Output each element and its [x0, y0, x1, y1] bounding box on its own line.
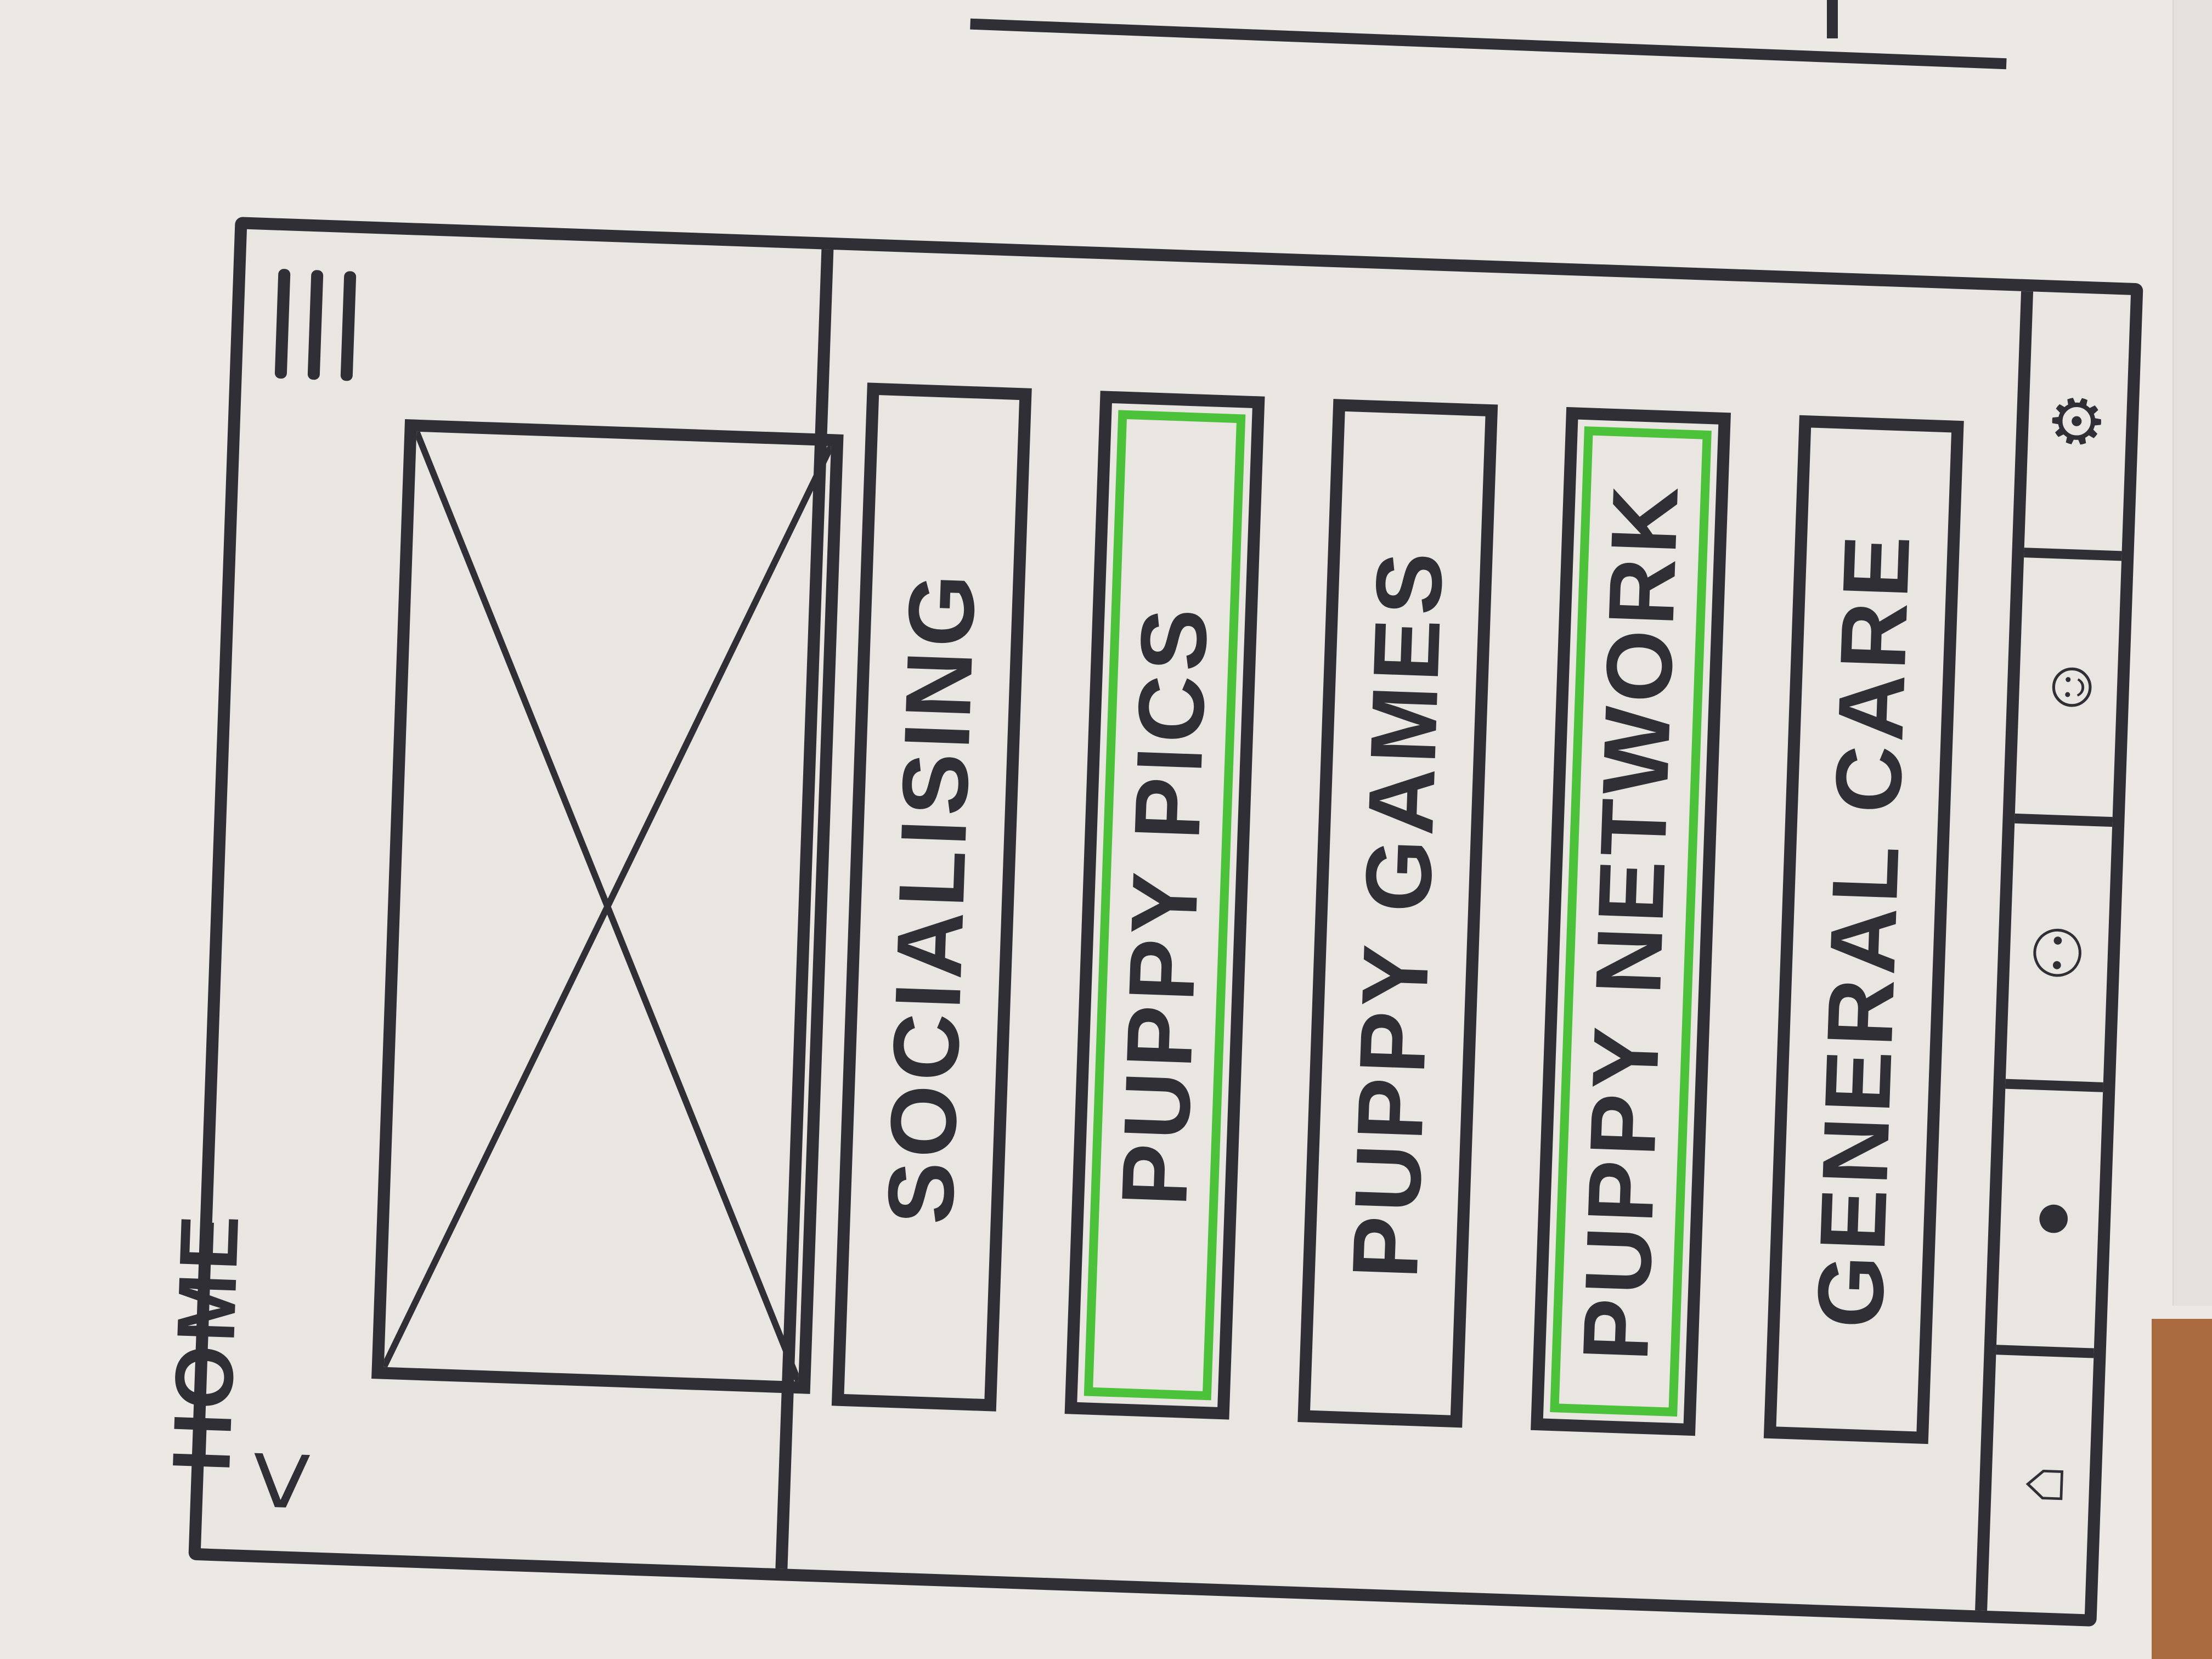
header: <	[201, 229, 844, 1569]
image-cross	[383, 431, 831, 1382]
table-surface	[2152, 1319, 2212, 1659]
profile-icon[interactable]: ●	[1996, 1079, 2103, 1348]
category-puppy-network[interactable]: PUPPY NETWORK	[1531, 407, 1731, 1436]
wireframe-wrapper: < SOCIALISING PUPPY PICS PUPPY GAMES PUP…	[155, 217, 2167, 1627]
category-puppy-pics[interactable]: PUPPY PICS	[1064, 391, 1265, 1420]
menu-line	[274, 268, 291, 379]
home-icon[interactable]: ⌂	[1987, 1345, 2094, 1615]
category-puppy-games[interactable]: PUPPY GAMES	[1297, 399, 1498, 1428]
hamburger-icon[interactable]	[274, 268, 361, 381]
paper-edge	[2172, 0, 2212, 1306]
tab-bar: ⌂ ● ⚇ ☺ ⚙	[1975, 291, 2131, 1615]
image-placeholder-icon	[371, 419, 844, 1394]
menu-line	[340, 271, 357, 381]
category-list: SOCIALISING PUPPY PICS PUPPY GAMES PUPPY…	[831, 382, 1964, 1444]
chat-icon[interactable]: ☺	[2015, 548, 2122, 817]
category-socialising[interactable]: SOCIALISING	[831, 382, 1032, 1412]
phone-frame: < SOCIALISING PUPPY PICS PUPPY GAMES PUP…	[188, 217, 2143, 1627]
settings-icon[interactable]: ⚙	[2039, 390, 2115, 452]
menu-line	[307, 269, 324, 380]
category-general-care[interactable]: GENERAL CARE	[1763, 415, 1964, 1444]
people-icon[interactable]: ⚇	[2005, 813, 2113, 1083]
page-title: HOME	[154, 1210, 256, 1474]
previous-sketch-tick	[1827, 0, 1838, 38]
